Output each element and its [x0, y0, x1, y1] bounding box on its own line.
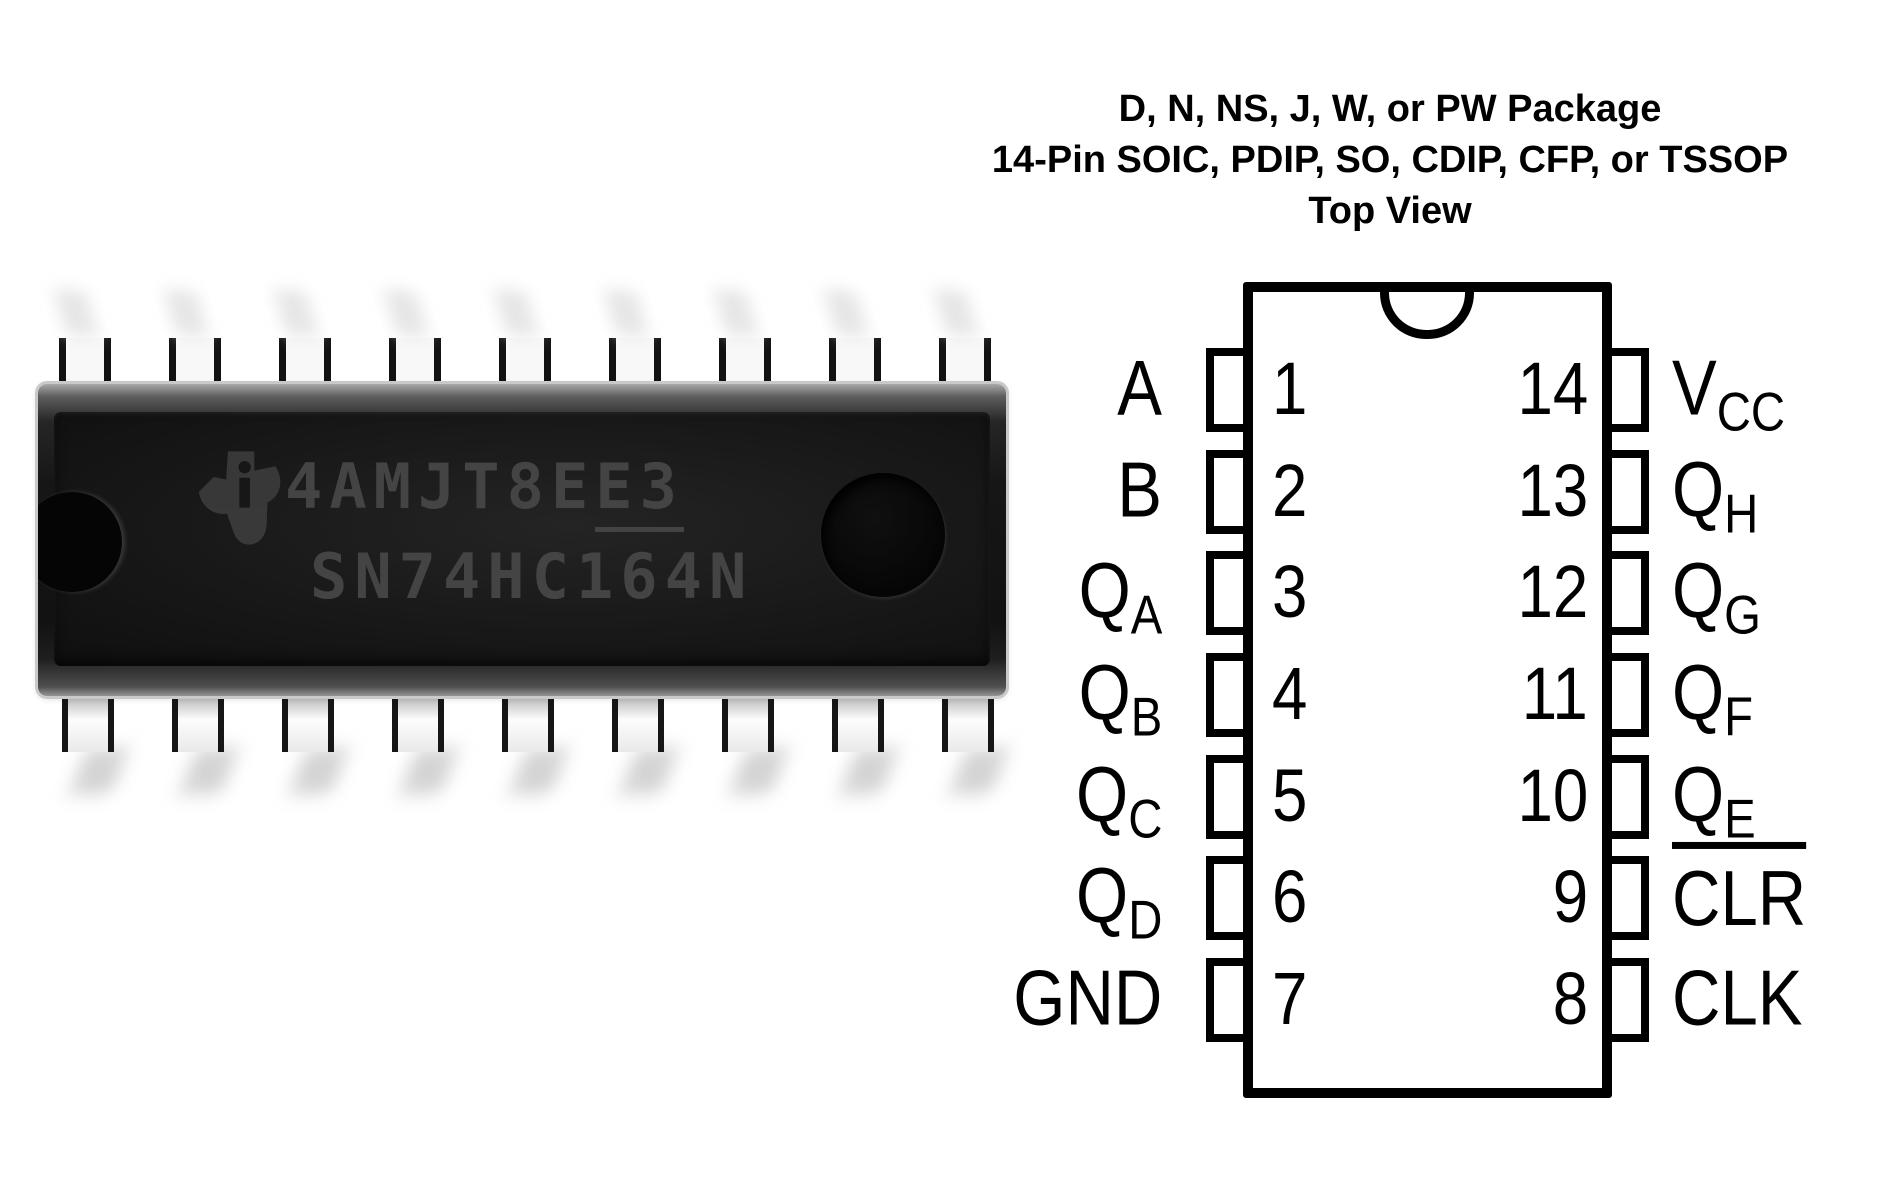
pin-shadow [619, 748, 679, 794]
pin-tip-blur [53, 290, 99, 336]
pin-tip-blur [273, 290, 319, 336]
pin-shadow [179, 748, 239, 794]
pin-rect-13 [1604, 450, 1649, 534]
pin-label-b: B [1117, 445, 1162, 534]
pin-number-3: 3 [1272, 549, 1308, 633]
pin-label-qe: QE [1672, 750, 1756, 850]
pin-number-4: 4 [1272, 651, 1308, 735]
package-header-line2: 14-Pin SOIC, PDIP, SO, CDIP, CFP, or TSS… [991, 139, 1789, 181]
pin-rect-5 [1206, 755, 1251, 839]
pin-tip-blur [603, 290, 649, 336]
pin-shadow [289, 748, 349, 794]
pin-rect-1 [1206, 348, 1251, 432]
pin-number-5: 5 [1272, 753, 1308, 837]
pin-number-2: 2 [1272, 448, 1308, 532]
pin-tip-blur [713, 290, 759, 336]
pin-number-7: 7 [1272, 956, 1308, 1040]
pin-label-clr: CLR [1672, 841, 1828, 944]
pin-number-9: 9 [1552, 854, 1588, 938]
pin-label-qa: QA [1078, 546, 1162, 646]
package-header: D, N, NS, J, W, or PW Package 14-Pin SOI… [890, 84, 1890, 237]
pin-tip-blur [163, 290, 209, 336]
pin-label-a: A [1117, 343, 1162, 432]
pin-shadow [69, 748, 129, 794]
chip-package-body: 4AMJT8EE3 SN74HC164N [38, 384, 1006, 696]
pin-number-1: 1 [1272, 346, 1308, 430]
pin-tip-blur [823, 290, 869, 336]
pin-rect-10 [1604, 755, 1649, 839]
pin-rect-14 [1604, 348, 1649, 432]
pin-rect-12 [1604, 551, 1649, 635]
pin-label-qf: QF [1672, 648, 1754, 748]
pin-rect-3 [1206, 551, 1251, 635]
pin-rect-8 [1604, 958, 1649, 1042]
pin-label-qh: QH [1672, 445, 1759, 545]
pin-number-14: 14 [1517, 346, 1588, 430]
pin-label-qd: QD [1075, 851, 1162, 951]
pin-number-11: 11 [1521, 651, 1588, 735]
pin-rect-2 [1206, 450, 1251, 534]
pin-tip-blur [933, 290, 979, 336]
pin1-dimple [821, 473, 945, 597]
pin-rect-9 [1604, 856, 1649, 940]
pin-shadow [399, 748, 459, 794]
package-header-line3: Top View [1308, 190, 1472, 232]
pin1-end-notch [38, 492, 122, 592]
dip-bottom-pin [172, 690, 224, 752]
pin-number-12: 12 [1517, 549, 1588, 633]
ti-logo-icon [198, 451, 281, 545]
pin-rect-4 [1206, 653, 1251, 737]
pin-label-qg: QG [1672, 546, 1761, 646]
pin-tip-blur [493, 290, 539, 336]
marking-underlined-part: E3 [595, 450, 684, 532]
pin-tip-blur [383, 290, 429, 336]
pin-number-13: 13 [1517, 448, 1588, 532]
pin-shadow [509, 748, 569, 794]
dip-bottom-pin [612, 690, 664, 752]
pin-rect-6 [1206, 856, 1251, 940]
dip-bottom-pin [392, 690, 444, 752]
pin-label-qb: QB [1078, 648, 1162, 748]
pin-rect-11 [1604, 653, 1649, 737]
pin-label-gnd: GND [1012, 953, 1162, 1042]
dip-bottom-pin [502, 690, 554, 752]
pin-label-clk: CLK [1672, 953, 1803, 1042]
pin-number-10: 10 [1517, 753, 1588, 837]
package-header-line1: D, N, NS, J, W, or PW Package [1118, 88, 1662, 130]
dip-bottom-pin [62, 690, 114, 752]
chip-marking-line1: 4AMJT8EE3 [285, 450, 684, 532]
pin-label-vcc: VCC [1672, 343, 1786, 443]
dip-bottom-pin [282, 690, 334, 752]
pin-rect-7 [1206, 958, 1251, 1042]
pin-number-8: 8 [1552, 956, 1588, 1040]
chip-marking-line2: SN74HC164N [310, 540, 754, 613]
pin-number-6: 6 [1272, 854, 1308, 938]
pin-label-qc: QC [1075, 750, 1162, 850]
